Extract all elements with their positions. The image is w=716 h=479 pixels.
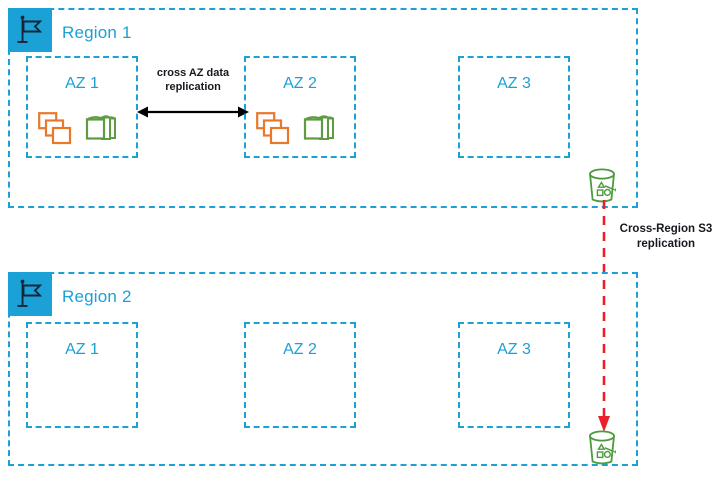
cross-az-replication-label: cross AZ data replication bbox=[140, 66, 246, 94]
region-container-1 bbox=[8, 8, 638, 208]
s3-bucket-region-2 bbox=[585, 428, 621, 468]
availability-zone-label-r2-az1: AZ 1 bbox=[65, 341, 99, 358]
region-flag-icon bbox=[8, 8, 52, 52]
instances-stack-icon bbox=[256, 112, 292, 148]
s3-bucket-icon bbox=[589, 168, 617, 203]
cross-region-replication-label: Cross-Region S3 replication bbox=[616, 222, 716, 252]
availability-zone-box-r2-az2: AZ 2 bbox=[244, 322, 356, 428]
availability-zone-box-r1-az3: AZ 3 bbox=[458, 56, 570, 158]
region-flag-badge-2 bbox=[8, 272, 52, 316]
region-flag-icon bbox=[8, 272, 52, 316]
region-container-2 bbox=[8, 272, 638, 466]
cross-region-label-line1: Cross-Region S3 bbox=[619, 223, 713, 235]
resource-icon-group-r1-az2 bbox=[254, 110, 350, 154]
cross-region-label-line2: replication bbox=[636, 237, 696, 250]
s3-bucket-icon bbox=[589, 430, 617, 465]
availability-zone-label-r1-az3: AZ 3 bbox=[497, 75, 531, 92]
availability-zone-label-r1-az2: AZ 2 bbox=[283, 75, 317, 92]
availability-zone-box-r1-az2: AZ 2 bbox=[244, 56, 356, 158]
s3-bucket-region-1 bbox=[585, 166, 621, 206]
availability-zone-box-r1-az1: AZ 1 bbox=[26, 56, 138, 158]
storage-volumes-icon bbox=[84, 114, 118, 144]
cross-az-label-line2: replication bbox=[165, 81, 221, 94]
region-flag-badge-1 bbox=[8, 8, 52, 52]
availability-zone-box-r2-az3: AZ 3 bbox=[458, 322, 570, 428]
cross-az-label-line1: cross AZ data bbox=[156, 67, 230, 79]
availability-zone-label-r2-az3: AZ 3 bbox=[497, 341, 531, 358]
cross-region-replication-arrow bbox=[598, 200, 610, 432]
region-title-1: Region 1 bbox=[62, 23, 132, 42]
availability-zone-label-r2-az2: AZ 2 bbox=[283, 341, 317, 358]
availability-zone-box-r2-az1: AZ 1 bbox=[26, 322, 138, 428]
availability-zone-label-r1-az1: AZ 1 bbox=[65, 75, 99, 92]
region-title-2: Region 2 bbox=[62, 287, 132, 306]
instances-stack-icon bbox=[38, 112, 74, 148]
storage-volumes-icon bbox=[302, 114, 336, 144]
resource-icon-group-r1-az1 bbox=[36, 110, 132, 154]
cross-az-bidirectional-arrow bbox=[137, 106, 249, 118]
